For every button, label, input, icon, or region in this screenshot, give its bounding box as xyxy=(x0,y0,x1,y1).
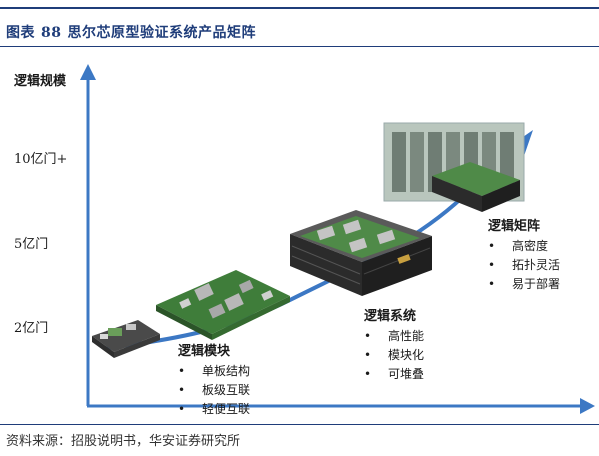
diagram-canvas xyxy=(80,64,595,414)
y-tick-label: 10亿门+ xyxy=(14,152,68,167)
tier-logic-matrix: 逻辑矩阵 •高密度 •拓扑灵活 •易于部署 xyxy=(488,215,560,294)
feature-item: •板级互联 xyxy=(178,383,251,397)
logic-module-small-board-image xyxy=(92,320,160,358)
tier-name: 逻辑矩阵 xyxy=(488,219,541,234)
title-rule xyxy=(0,46,599,47)
logic-module-board-image xyxy=(156,270,290,340)
feature-label: 可堆叠 xyxy=(388,367,425,381)
feature-label: 模块化 xyxy=(388,348,425,362)
y-axis-arrowhead xyxy=(80,64,96,80)
feature-list: •高性能 •模块化 •可堆叠 xyxy=(364,327,424,384)
figure-label: 图表 xyxy=(6,25,35,41)
tier-name: 逻辑系统 xyxy=(364,309,417,324)
feature-label: 板级互联 xyxy=(202,383,251,397)
feature-list: •高密度 •拓扑灵活 •易于部署 xyxy=(488,237,560,294)
figure-number: 88 xyxy=(41,25,62,41)
logic-matrix-server-room-image xyxy=(383,122,525,212)
source-note: 资料来源：招股说明书，华安证券研究所 xyxy=(6,434,241,449)
feature-label: 高性能 xyxy=(388,329,425,343)
feature-label: 拓扑灵活 xyxy=(512,258,561,272)
y-axis-title: 逻辑规模 xyxy=(14,74,67,89)
feature-item: •高密度 xyxy=(488,239,549,253)
feature-item: •高性能 xyxy=(364,329,425,343)
feature-label: 轻便互联 xyxy=(202,402,251,416)
tier-name: 逻辑模块 xyxy=(178,344,231,359)
bottom-rule xyxy=(0,424,599,425)
feature-list: •单板结构 •板级互联 •轻便互联 xyxy=(178,362,250,419)
feature-item: •轻便互联 xyxy=(178,402,251,416)
logic-system-rack-image xyxy=(290,210,432,296)
feature-item: •单板结构 xyxy=(178,364,251,378)
figure-title: 图表 88 思尔芯原型验证系统产品矩阵 xyxy=(6,22,256,42)
feature-label: 易于部署 xyxy=(512,277,561,291)
feature-label: 单板结构 xyxy=(202,364,251,378)
feature-item: •模块化 xyxy=(364,348,425,362)
tier-logic-module: 逻辑模块 •单板结构 •板级互联 •轻便互联 xyxy=(178,340,250,419)
feature-label: 高密度 xyxy=(512,239,549,253)
y-tick-label: 5亿门 xyxy=(14,237,49,252)
figure-caption: 思尔芯原型验证系统产品矩阵 xyxy=(67,25,256,41)
feature-item: •易于部署 xyxy=(488,277,561,291)
y-tick-label: 2亿门 xyxy=(14,321,49,336)
feature-item: •可堆叠 xyxy=(364,367,425,381)
top-rule xyxy=(0,7,599,9)
x-axis-arrowhead xyxy=(580,398,595,414)
tier-logic-system: 逻辑系统 •高性能 •模块化 •可堆叠 xyxy=(364,305,424,384)
feature-item: •拓扑灵活 xyxy=(488,258,561,272)
